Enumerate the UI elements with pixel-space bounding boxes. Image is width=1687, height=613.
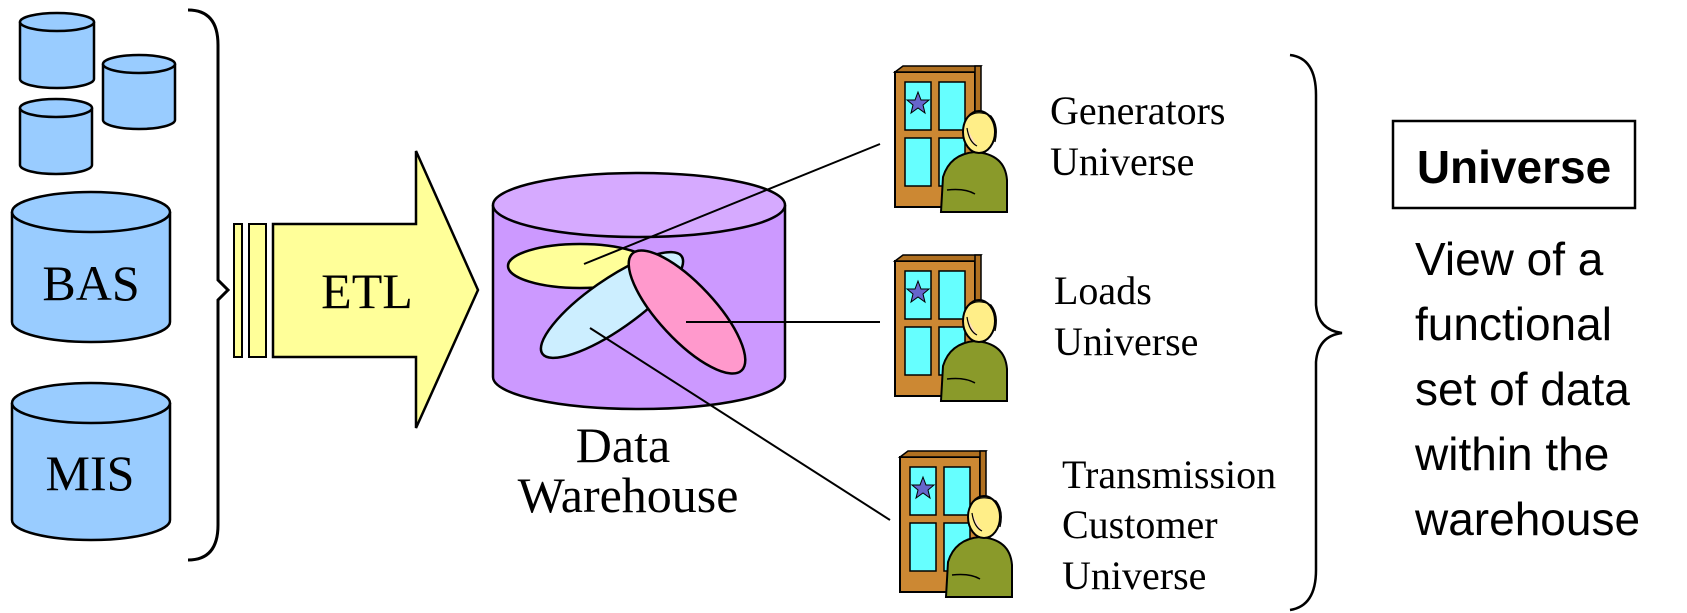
universe-title-box [1391, 119, 1637, 210]
definition-line1: View of a [1415, 233, 1604, 285]
database-mis: MIS [10, 381, 172, 542]
generators-connector [583, 143, 881, 265]
definition-line3: set of data [1415, 363, 1630, 415]
database-icon [18, 11, 96, 90]
loads-universe-line1: Loads [1054, 268, 1152, 313]
database-icon [101, 53, 177, 131]
warehouse-label-line1: Data [576, 417, 670, 473]
loads-subset [627, 249, 747, 375]
sources-brace [187, 8, 231, 562]
generators-universe-line1: Generators [1050, 88, 1225, 133]
loads-universe-line2: Universe [1054, 319, 1198, 364]
definition-line5: warehouse [1414, 493, 1640, 545]
generators-universe-line2: Universe [1050, 139, 1194, 184]
transmission-universe-line1: Transmission [1062, 452, 1276, 497]
definition-line4: within the [1414, 428, 1609, 480]
person-at-window-icon [894, 254, 1008, 402]
person-at-window-icon [899, 450, 1013, 598]
transmission-universe-line3: Universe [1062, 553, 1206, 598]
database-mis-label: MIS [46, 445, 135, 501]
database-bas-label: BAS [42, 255, 139, 311]
universes-brace [1289, 53, 1343, 612]
etl-arrow-icon: ETL [233, 150, 480, 429]
universe-title: Universe [1417, 141, 1611, 193]
transmission-connector [589, 327, 891, 521]
database-icon [18, 97, 94, 176]
etl-label: ETL [321, 263, 413, 319]
warehouse-label-line2: Warehouse [518, 467, 739, 523]
transmission-universe-line2: Customer [1062, 502, 1218, 547]
person-at-window-icon [894, 65, 1008, 213]
database-bas: BAS [10, 190, 172, 344]
definition-line2: functional [1415, 298, 1612, 350]
